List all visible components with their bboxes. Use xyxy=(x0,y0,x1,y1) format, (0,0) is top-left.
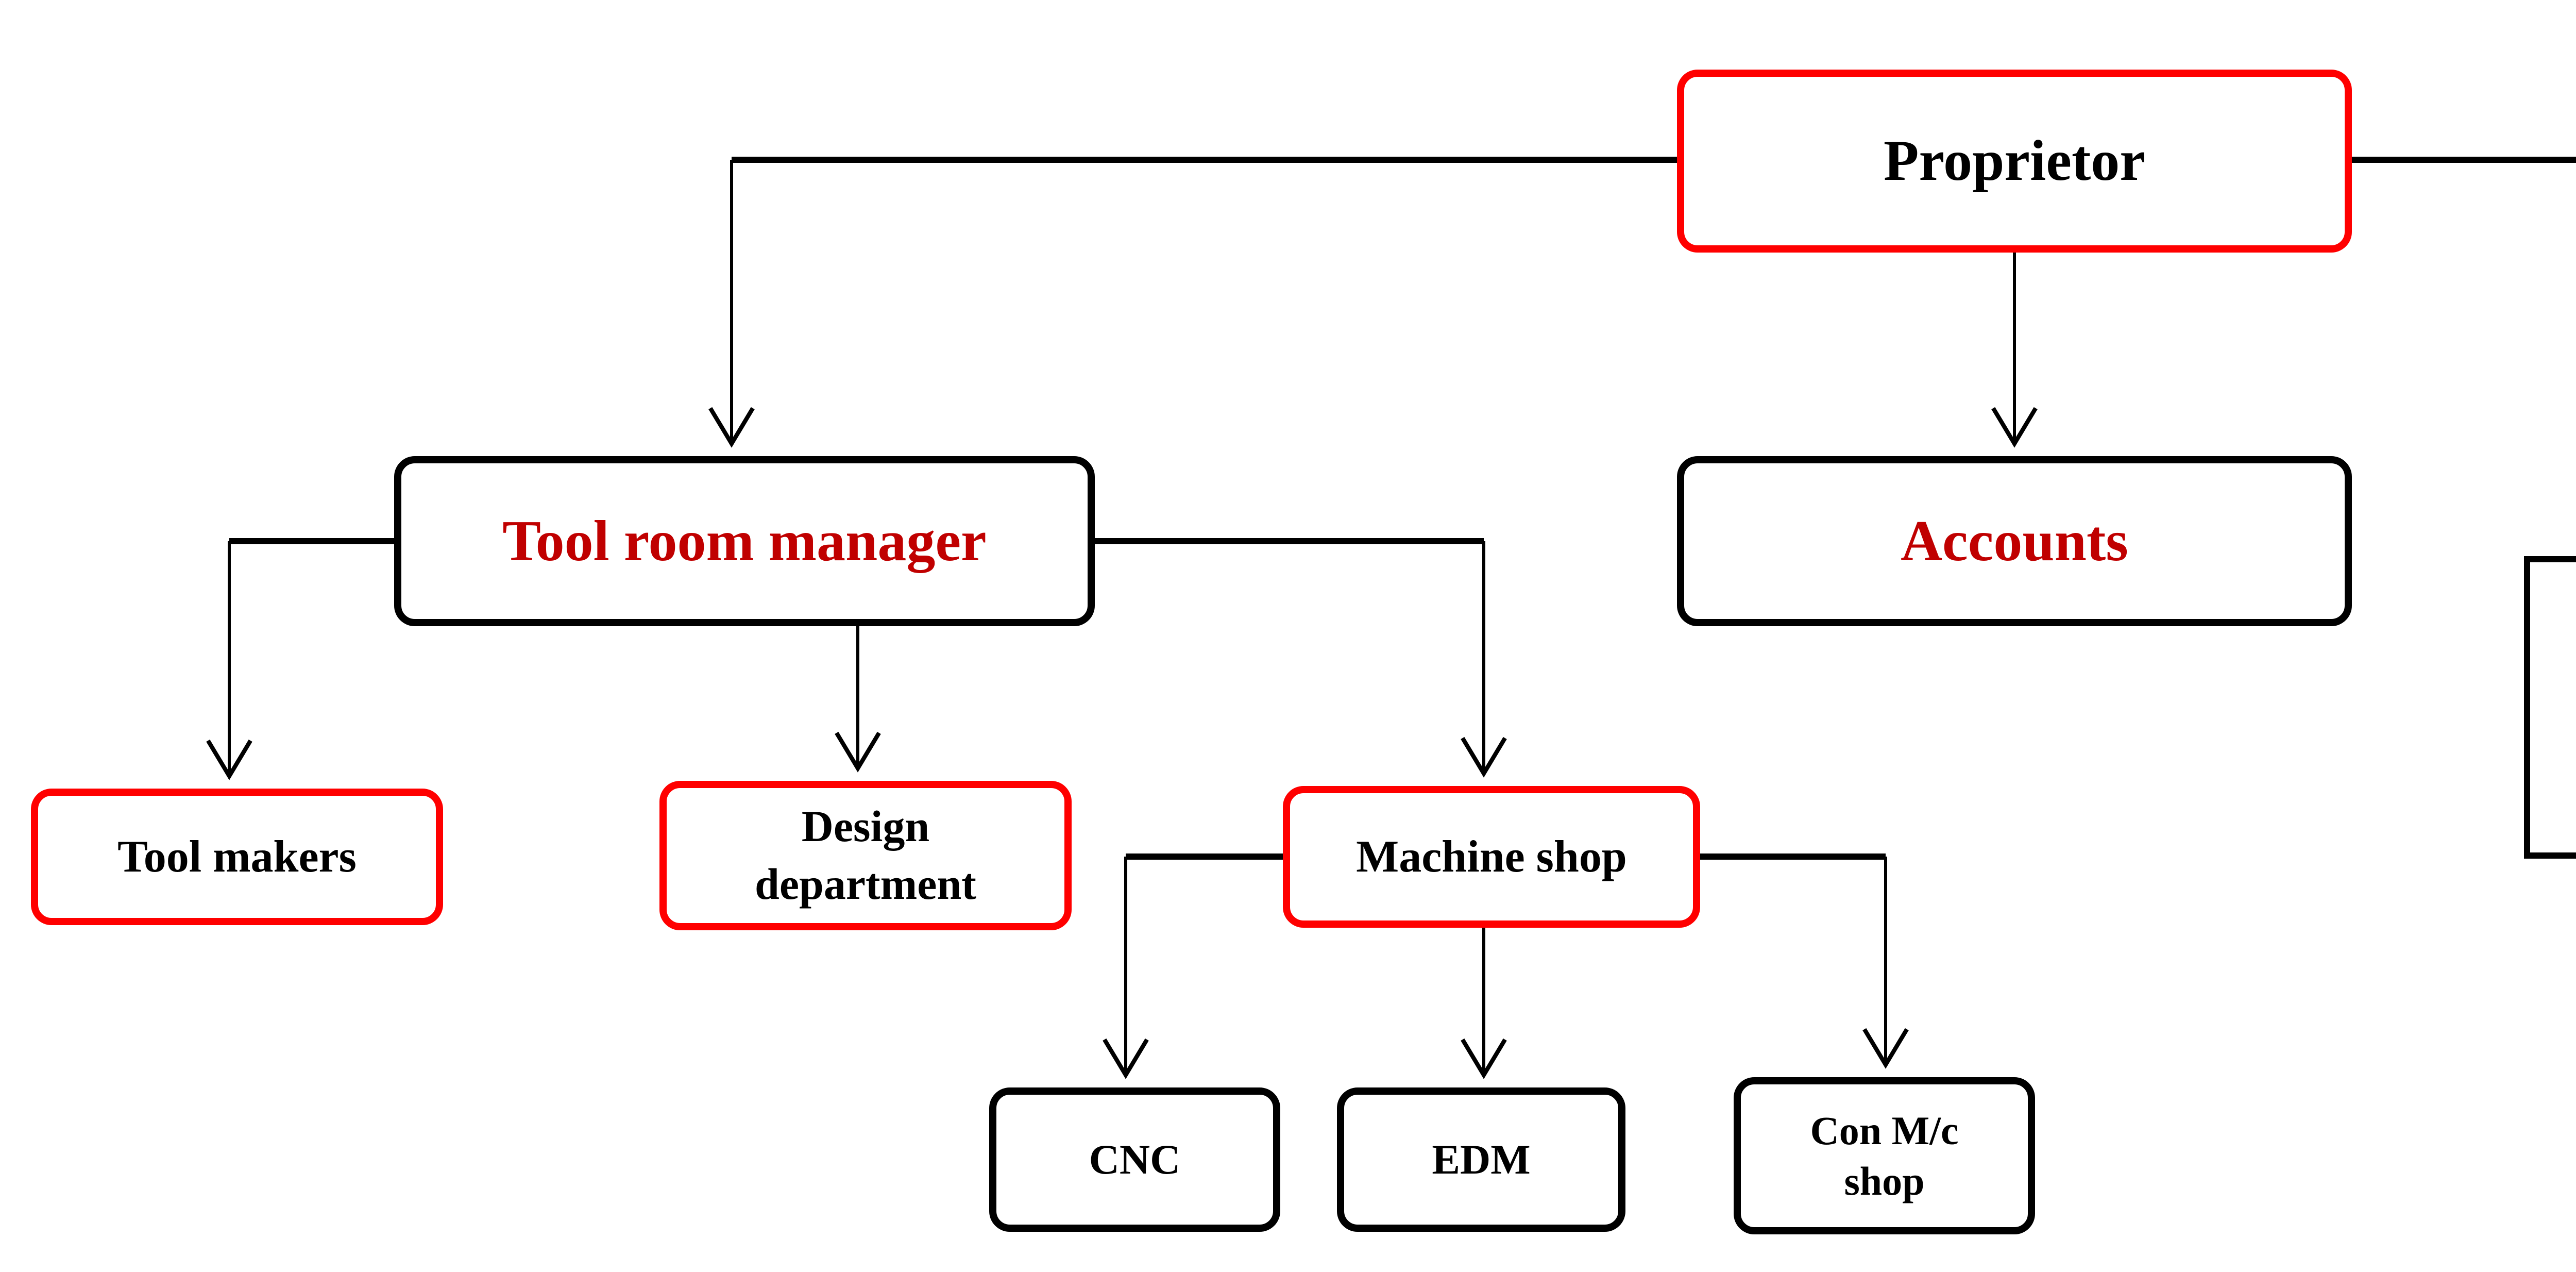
node-accounts-label: Accounts xyxy=(1901,509,2128,573)
node-design-department: Design department xyxy=(659,781,1072,930)
node-tool-makers-label: Tool makers xyxy=(117,832,357,882)
node-machine-shop: Machine shop xyxy=(1283,786,1700,928)
node-tool-room-manager: Tool room manager xyxy=(394,456,1095,626)
node-accounts: Accounts xyxy=(1677,456,2352,626)
node-con-mc-shop-label: Con M/c shop xyxy=(1810,1108,1959,1203)
node-tool-makers: Tool makers xyxy=(31,789,443,925)
node-machine-shop-label: Machine shop xyxy=(1356,832,1627,882)
node-design-department-label: Design department xyxy=(755,801,976,909)
node-edm-label: EDM xyxy=(1432,1136,1531,1183)
node-tool-room-manager-label: Tool room manager xyxy=(502,509,987,573)
connector-pqm-prodsup xyxy=(2524,556,2576,859)
node-proprietor: Proprietor xyxy=(1677,70,2352,253)
node-proprietor-label: Proprietor xyxy=(1884,129,2145,193)
node-edm: EDM xyxy=(1337,1087,1625,1232)
node-con-mc-shop: Con M/c shop xyxy=(1734,1077,2035,1234)
node-cnc-label: CNC xyxy=(1089,1136,1181,1183)
node-cnc: CNC xyxy=(989,1087,1280,1232)
